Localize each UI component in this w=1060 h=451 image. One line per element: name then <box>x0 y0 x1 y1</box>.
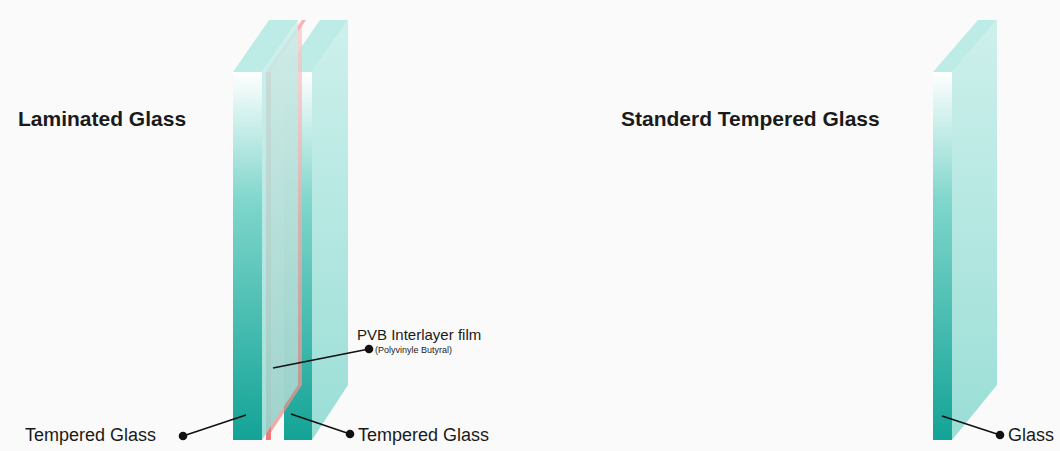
part-label: Glass <box>1008 425 1054 446</box>
part-note: (Polyvinyle Butyral) <box>375 345 452 355</box>
tempered-glass-pane <box>233 20 298 440</box>
part-label: Tempered Glass <box>358 425 489 446</box>
leader-lines <box>180 346 1004 440</box>
part-label: Tempered Glass <box>25 425 156 446</box>
part-label: PVB Interlayer film <box>357 326 481 343</box>
section-heading: Standerd Tempered Glass <box>621 107 880 131</box>
section-heading: Laminated Glass <box>18 107 186 131</box>
glass-pane <box>933 20 997 440</box>
